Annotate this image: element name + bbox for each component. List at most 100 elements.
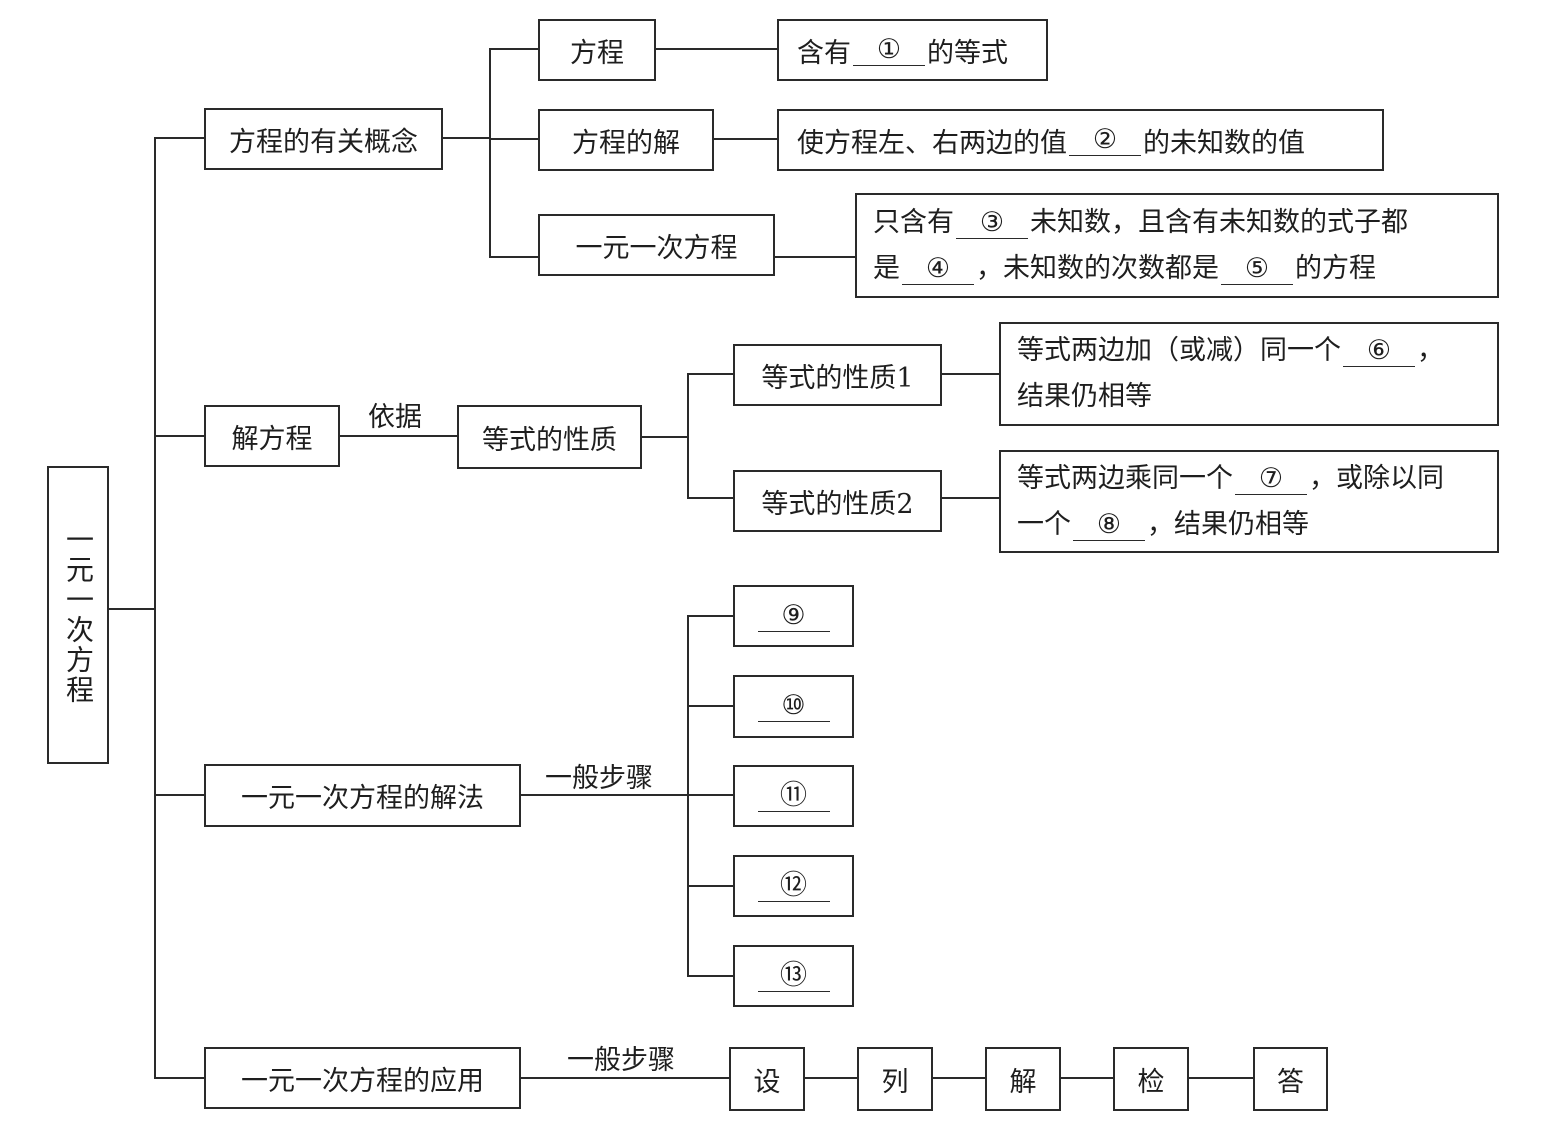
node-label: 方程的解 [572,127,680,159]
connector [442,137,491,139]
connector [655,48,778,50]
connector [688,497,734,499]
method-step-box: ⑫ [733,855,854,917]
node-label: 等式的性质2 [761,488,914,520]
connector [641,436,689,438]
application-step-check: 检 [1113,1047,1189,1111]
solving-node: 解方程 [204,405,340,467]
node-label: 一元一次方程的应用 [241,1065,484,1097]
text: ，结果仍相等 [1147,508,1309,540]
connector [489,48,491,258]
connector [688,794,734,796]
text: 结果仍相等 [1017,381,1152,412]
connector [108,608,156,610]
root-node: 一元一次方程 [47,466,109,764]
blank-7: ⑦ [1235,463,1307,495]
connector [688,373,734,375]
node-label: 一元一次方程 [575,232,738,264]
application-steps-label: 一般步骤 [567,1045,675,1076]
text: 未知数，且含有未知数的式子都 [1030,206,1408,238]
equality-properties-node: 等式的性质 [457,405,642,469]
equation-node: 方程 [538,19,656,81]
application-step-set: 设 [729,1047,805,1111]
connector [1188,1077,1254,1079]
connector [490,48,539,50]
application-step-formulate: 列 [857,1047,933,1111]
application-step-answer: 答 [1253,1047,1328,1111]
connector [688,705,734,707]
blank-9: ⑨ [757,600,830,632]
property2-node: 等式的性质2 [733,470,942,532]
method-step-box: ⑪ [733,765,854,827]
method-step-box: ⑬ [733,945,854,1007]
connector [941,497,1000,499]
node-label: 方程的有关概念 [229,126,418,158]
node-label: 一元一次方程的解法 [241,783,484,814]
node-label: 等式的性质1 [761,362,914,394]
solution-node: 方程的解 [538,109,714,171]
text: ，未知数的次数都是 [976,252,1219,284]
application-step-solve: 解 [985,1047,1061,1111]
connector [490,138,539,140]
text: 的未知数的值 [1143,127,1305,159]
node-label: 列 [881,1066,909,1098]
node-label: 设 [753,1066,781,1098]
node-label: 等式的性质 [482,424,617,456]
text: ， [1417,335,1444,366]
text: 一个 [1017,508,1071,540]
connector [155,794,205,796]
blank-10: ⑩ [757,691,830,722]
blank-13: ⑬ [757,960,830,992]
method-steps-label: 一般步骤 [545,763,653,794]
application-node: 一元一次方程的应用 [204,1047,521,1109]
blank-8: ⑧ [1073,509,1145,541]
connector [687,373,689,499]
connector [155,1077,205,1079]
text: ，或除以同 [1309,462,1444,494]
connector [941,373,1000,375]
connector [713,138,778,140]
connector [687,615,689,977]
text: 只含有 [873,206,954,238]
text: 的等式 [927,37,1008,69]
method-step-box: ⑨ [733,585,854,647]
connector [339,435,458,437]
node-label: 方程 [570,37,624,69]
blank-3: ③ [956,207,1028,239]
node-label: 解 [1009,1066,1037,1098]
text: 等式两边加（或减）同一个 [1017,335,1341,366]
text: 的方程 [1295,252,1376,284]
method-node: 一元一次方程的解法 [204,764,521,827]
property1-node: 等式的性质1 [733,344,942,406]
concepts-node: 方程的有关概念 [204,108,443,170]
connector [688,615,734,617]
connector [688,885,734,887]
node-label: 答 [1277,1066,1304,1098]
blank-12: ⑫ [757,870,830,902]
method-step-box: ⑩ [733,675,854,738]
connector [520,1077,730,1079]
basis-label: 依据 [368,402,422,433]
connector [155,435,205,437]
blank-5: ⑤ [1221,253,1293,285]
blank-1: ① [853,34,925,66]
node-label: 解方程 [231,423,313,455]
connector [1060,1077,1114,1079]
node-label: 检 [1137,1066,1165,1098]
root-label: 一元一次方程 [62,525,95,705]
connector [804,1077,858,1079]
blank-4: ④ [902,253,974,285]
text: 使方程左、右两边的值 [797,127,1067,159]
connector [932,1077,986,1079]
blank-6: ⑥ [1343,336,1415,367]
trunk-line [154,137,156,1079]
blank-2: ② [1069,124,1141,156]
blank-11: ⑪ [757,780,830,812]
connector [155,137,205,139]
connector [688,975,734,977]
